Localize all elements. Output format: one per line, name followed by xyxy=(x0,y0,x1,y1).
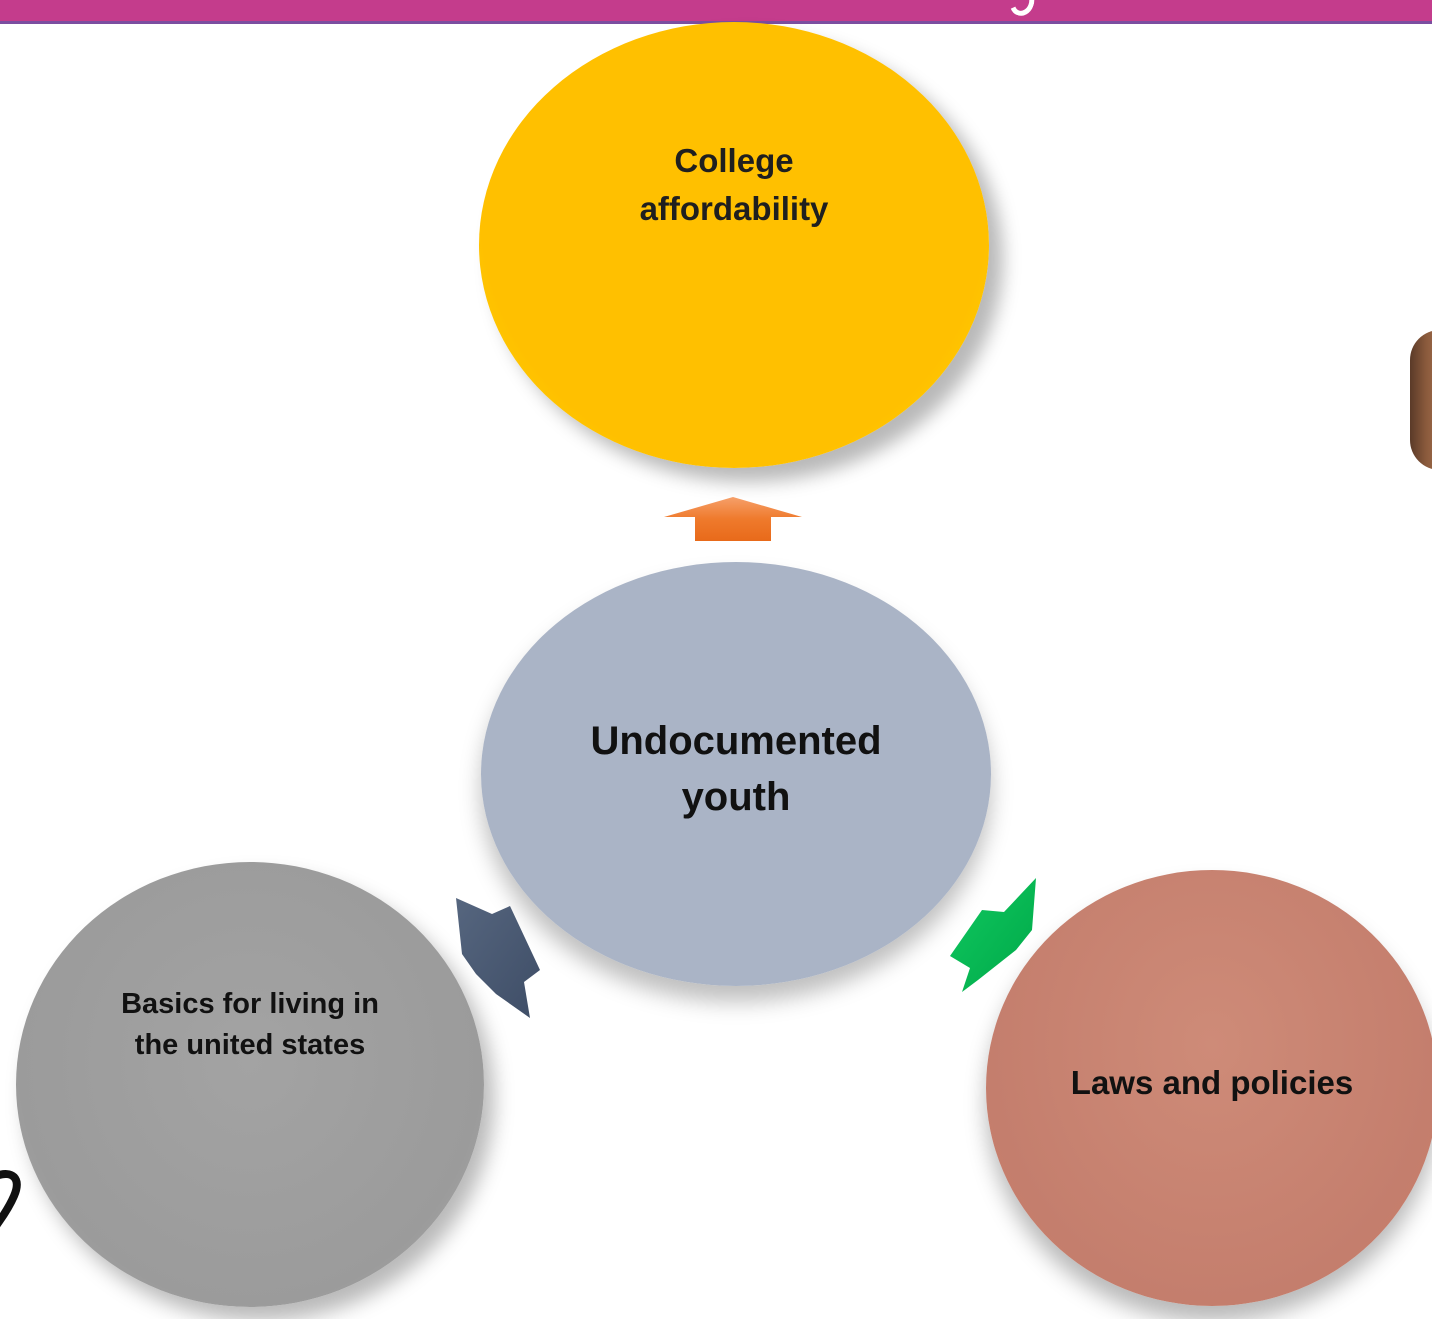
node-basics-for-living: Basics for living in the united states xyxy=(16,862,484,1307)
node-undocumented-youth-label: Undocumented youth xyxy=(590,719,882,819)
arrow-down-right-icon xyxy=(950,878,1036,992)
arrow-down-left-icon xyxy=(456,898,540,1018)
arrow-up-icon xyxy=(664,497,802,541)
node-laws-and-policies-label: Laws and policies xyxy=(1070,1064,1354,1101)
title-bar xyxy=(0,0,1432,24)
title-text-fragment-icon xyxy=(1005,0,1039,20)
node-undocumented-youth: Undocumented youth xyxy=(481,562,991,986)
node-basics-for-living-label: Basics for living in the united states xyxy=(121,987,379,1061)
node-college-affordability: College affordability xyxy=(479,22,989,468)
node-laws-and-policies: Laws and policies xyxy=(986,870,1432,1306)
decorative-script-fragment-icon xyxy=(0,1170,21,1228)
decorative-figure-fragment xyxy=(1410,330,1432,470)
node-college-affordability-label: College affordability xyxy=(639,142,829,227)
